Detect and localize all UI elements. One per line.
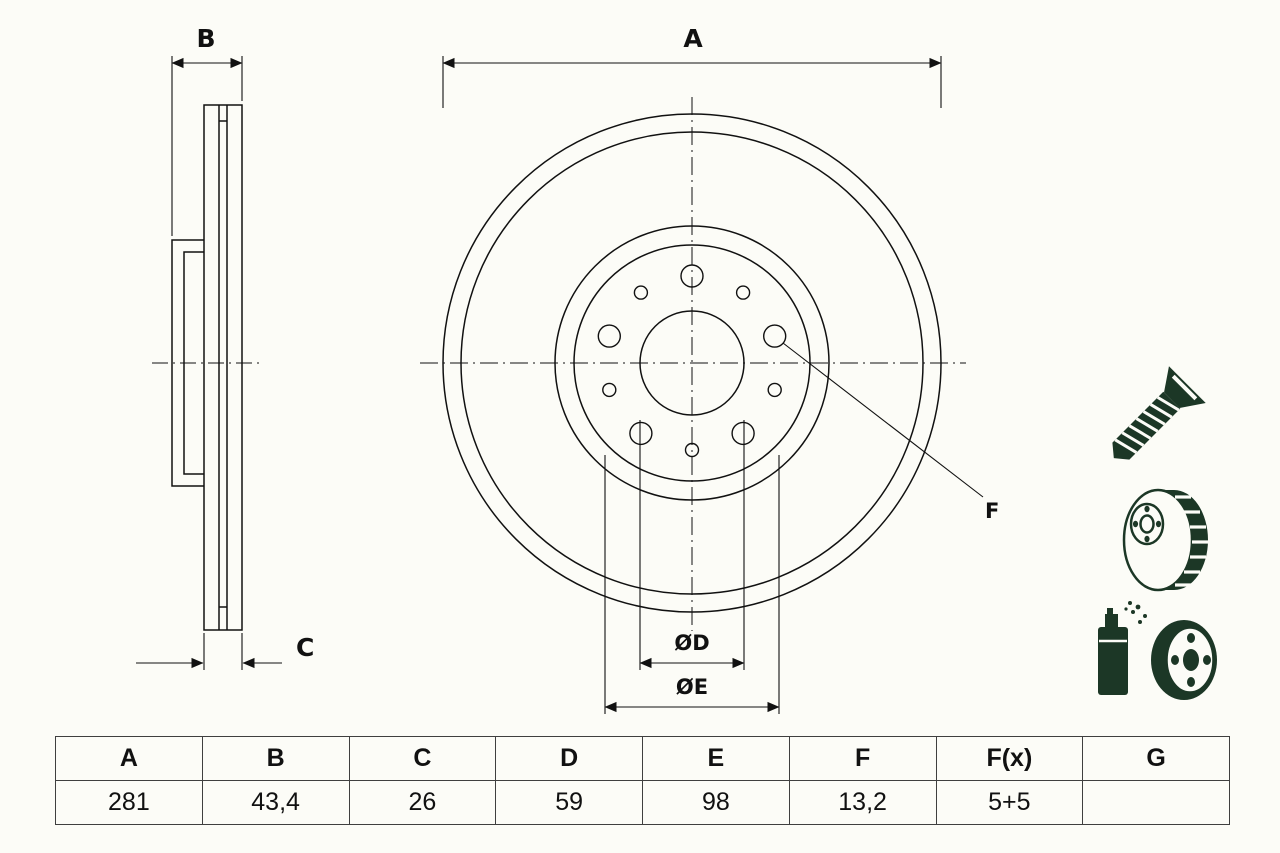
dimension-spec-table: A B C D E F F(x) G 281 43,4 26 59 98 13,…	[55, 736, 1230, 825]
spec-table-header-row: A B C D E F F(x) G	[55, 736, 1230, 781]
countersunk-screw-icon	[1112, 366, 1206, 460]
dimension-a	[442, 56, 942, 108]
spray-can-and-hub-icon	[1098, 601, 1217, 700]
dim-a-label: A	[683, 24, 703, 53]
table-value-e: 98	[642, 780, 790, 825]
table-header-e: E	[642, 736, 790, 781]
dim-c-label: C	[296, 633, 314, 662]
table-header-f: F	[788, 736, 937, 781]
table-header-a: A	[55, 736, 203, 781]
technical-drawing: B C A	[136, 24, 1217, 714]
dim-b-label: B	[196, 24, 215, 53]
dimension-c	[136, 633, 282, 670]
side-view-cross-section	[171, 104, 243, 631]
table-header-g: G	[1082, 736, 1230, 781]
dim-f-leader	[782, 342, 984, 498]
table-value-b: 43,4	[201, 780, 350, 825]
dim-f-label: F	[985, 499, 999, 523]
table-header-b: B	[201, 736, 350, 781]
bolt-holes	[597, 264, 787, 458]
brake-disc-drawing: B C A	[136, 24, 1217, 714]
dim-e-label: ØE	[676, 675, 708, 699]
table-header-fx: F(x)	[935, 736, 1084, 781]
dimension-e	[604, 455, 780, 714]
dimension-b	[171, 56, 243, 236]
vented-brake-disc-icon	[1122, 488, 1208, 592]
table-value-a: 281	[55, 780, 203, 825]
dim-d-label: ØD	[674, 631, 709, 655]
table-value-f: 13,2	[788, 780, 937, 825]
front-view-centerlines	[420, 97, 966, 631]
table-header-d: D	[495, 736, 643, 781]
table-value-fx: 5+5	[935, 780, 1084, 825]
dimension-d	[639, 420, 745, 670]
table-value-g	[1082, 780, 1230, 825]
table-value-d: 59	[495, 780, 643, 825]
spec-table-value-row: 281 43,4 26 59 98 13,2 5+5	[55, 780, 1230, 825]
table-header-c: C	[348, 736, 497, 781]
table-value-c: 26	[348, 780, 497, 825]
